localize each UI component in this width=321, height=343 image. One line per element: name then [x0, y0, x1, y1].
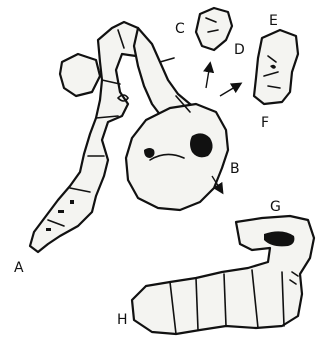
- fragment-b: B: [126, 28, 240, 210]
- dark-inclusion: [70, 200, 74, 204]
- label-a: A: [14, 260, 24, 276]
- fragment-ef: E F: [254, 13, 298, 131]
- fragment-a-upper-lobe: [60, 54, 100, 96]
- label-g: G: [270, 199, 281, 215]
- fragment-cd-shape: [196, 8, 232, 50]
- label-b: B: [230, 161, 240, 177]
- arrow-to-cd: [206, 64, 210, 88]
- label-h: H: [117, 312, 128, 328]
- arrow-to-ef: [220, 84, 240, 96]
- label-c: C: [175, 21, 185, 37]
- label-e: E: [269, 13, 278, 29]
- label-d: D: [234, 42, 245, 58]
- fragment-gh: G H: [117, 199, 314, 334]
- fragment-a: [30, 22, 140, 252]
- crack: [160, 58, 174, 62]
- fragment-cd: C D: [175, 8, 245, 58]
- dark-inclusion: [58, 210, 64, 213]
- dark-inclusion: [46, 228, 51, 231]
- fragment-b-body: [126, 104, 228, 210]
- label-f: F: [261, 115, 269, 131]
